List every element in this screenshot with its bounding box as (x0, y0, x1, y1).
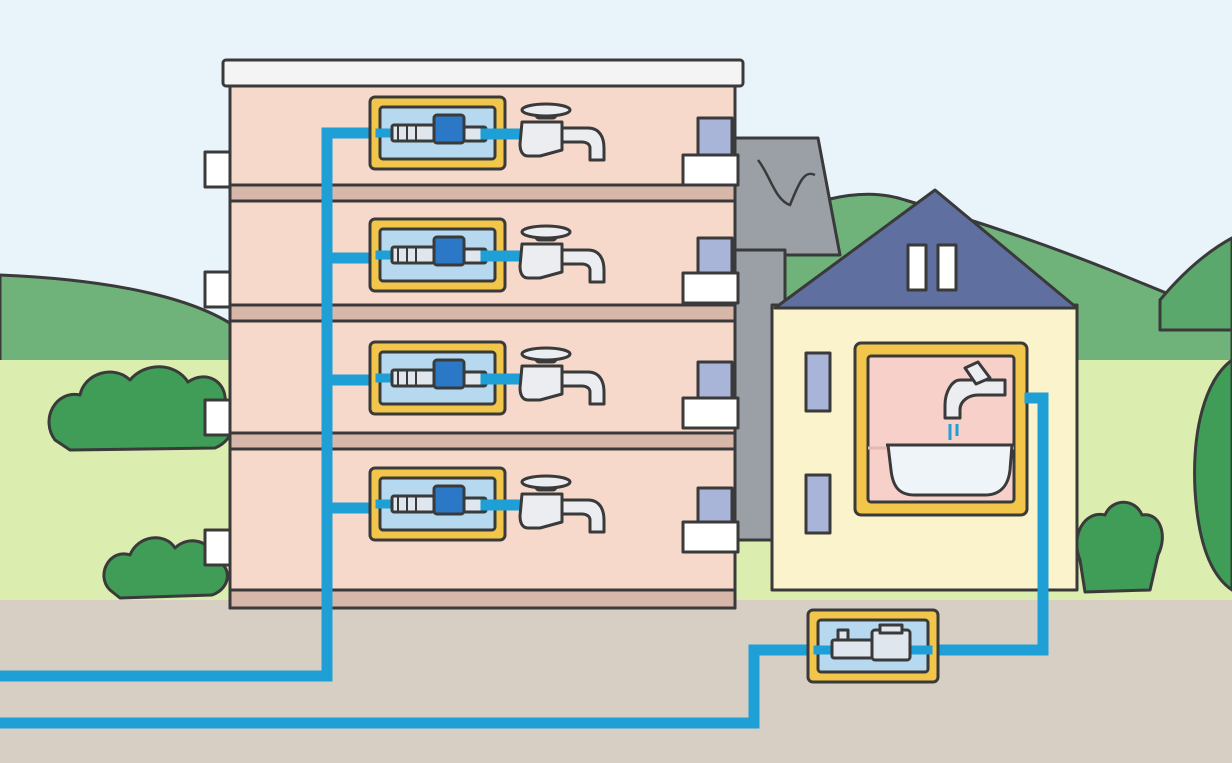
house-riser-pipe (924, 392, 1049, 656)
bush-bottom-left-icon (102, 536, 229, 600)
apartment-riser-pipe (0, 127, 401, 682)
meter-box-floor-2 (368, 340, 526, 416)
bath-faucet-icon (943, 360, 1007, 440)
balcony-floor-3 (681, 236, 740, 305)
balcony-floor-4 (681, 116, 740, 187)
balcony-floor-1 (681, 486, 740, 554)
water-meter-icon (390, 358, 488, 390)
faucet-floor-1-icon (518, 474, 606, 534)
balcony-floor-2 (681, 360, 740, 430)
water-meter-icon (390, 484, 488, 516)
mountain-right-icon (1158, 236, 1232, 332)
meter-box-floor-1 (368, 466, 526, 542)
bathroom-window (853, 341, 1029, 517)
faucet-floor-4-icon (518, 102, 606, 162)
bathtub-icon (886, 443, 1014, 497)
house (770, 188, 1079, 592)
house-water-meter-icon (830, 623, 912, 662)
meter-box-floor-4 (368, 95, 526, 171)
house-meter-box (806, 608, 940, 684)
faucet-floor-2-icon (518, 346, 606, 406)
house-supply-pipe (0, 644, 821, 729)
water-meter-icon (390, 235, 488, 267)
meter-box-floor-3 (368, 217, 526, 293)
faucet-floor-3-icon (518, 224, 606, 284)
tree-right-icon (1193, 358, 1232, 592)
bush-right-icon (1075, 500, 1164, 594)
